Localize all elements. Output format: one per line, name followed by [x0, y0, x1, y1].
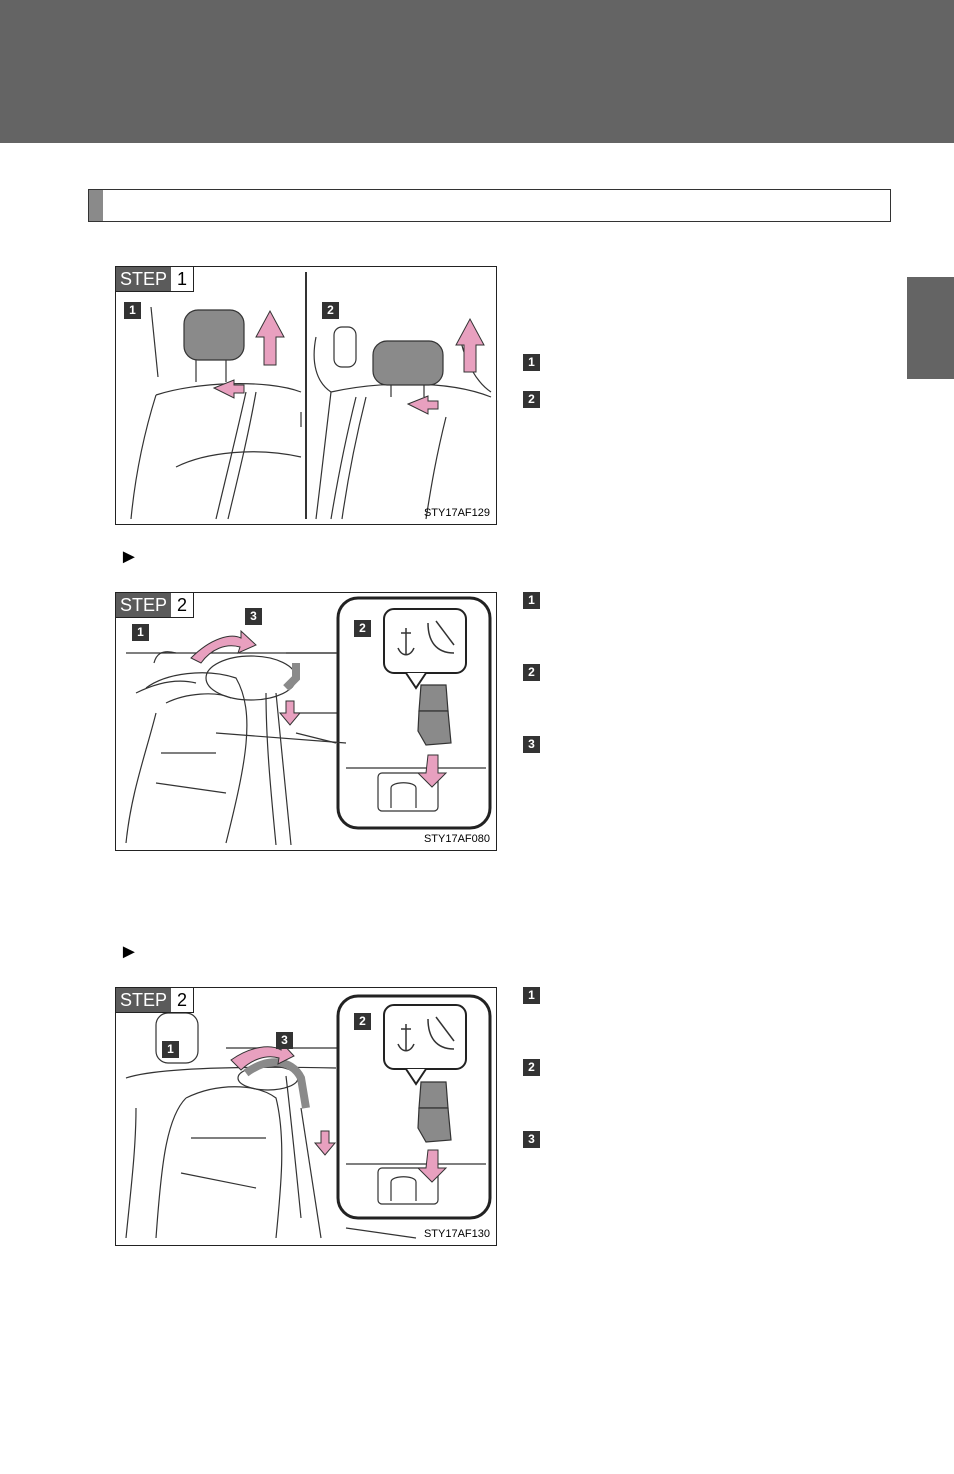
figure-code: STY17AF129	[423, 507, 490, 519]
callout-badge: 3	[276, 1032, 293, 1049]
step-number: 2	[171, 988, 194, 1012]
step-label: STEP 2	[116, 593, 195, 618]
callout-badge: 1	[132, 624, 149, 641]
step-number: 2	[171, 593, 194, 617]
bullet-marker: ►	[119, 546, 139, 568]
callout-badge: 3	[245, 608, 262, 625]
section-heading-marker	[89, 190, 103, 221]
step-label: STEP 1	[116, 267, 195, 292]
page-header-band	[0, 0, 954, 143]
legend-badge: 2	[523, 391, 540, 408]
step-label: STEP 2	[116, 988, 195, 1013]
legend-badge: 1	[523, 987, 540, 1004]
legend-badge: 3	[523, 1131, 540, 1148]
callout-badge: 1	[124, 302, 141, 319]
section-heading-bar	[88, 189, 891, 222]
callout-badge: 1	[162, 1041, 179, 1058]
legend-badge: 1	[523, 354, 540, 371]
step-number: 1	[171, 267, 194, 291]
chapter-side-tab	[907, 277, 954, 379]
legend-badge: 2	[523, 664, 540, 681]
step-word: STEP	[116, 988, 172, 1012]
headrest-illustration	[130, 272, 492, 520]
tether-illustration-a	[125, 596, 492, 846]
legend-badge: 1	[523, 592, 540, 609]
step-word: STEP	[116, 267, 172, 291]
figure-step2-tether-b: STEP 2 1 2 3	[115, 987, 497, 1246]
callout-badge: 2	[322, 302, 339, 319]
tether-illustration-b	[125, 994, 492, 1239]
figure-code: STY17AF130	[423, 1228, 490, 1240]
callout-badge: 2	[354, 620, 371, 637]
step-word: STEP	[116, 593, 172, 617]
figure-step1-headrest: STEP 1 1 2	[115, 266, 497, 525]
bullet-marker: ►	[119, 941, 139, 963]
callout-badge: 2	[354, 1013, 371, 1030]
figure-step2-tether-a: STEP 2 1 2 3	[115, 592, 497, 851]
legend-badge: 2	[523, 1059, 540, 1076]
figure-code: STY17AF080	[423, 833, 490, 845]
legend-badge: 3	[523, 736, 540, 753]
